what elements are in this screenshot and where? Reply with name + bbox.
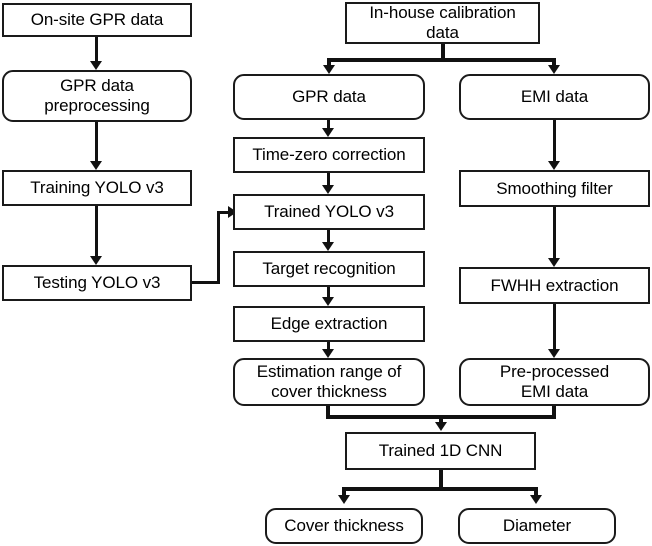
arrowhead-down [548,65,560,74]
arrowhead-down [322,128,334,137]
node-label: Testing YOLO v3 [33,273,161,293]
arrowhead-down [90,256,102,265]
node-label: GPR data preprocessing [44,75,150,115]
node-gpr-data-preprocessing[interactable]: GPR data preprocessing [2,70,192,122]
arrowhead-down [548,349,560,358]
edge-target-to-edge [327,287,330,298]
edge-cnn-split-bus [342,487,538,491]
edge-edge-to-estimation [327,342,330,350]
node-label: FWHH extraction [490,275,619,295]
edge-testing-to-trained-h1 [192,281,220,284]
edge-estimation-stem [326,406,330,418]
node-label: Estimation range of cover thickness [256,361,402,401]
node-label: Target recognition [262,259,396,279]
node-emi-data[interactable]: EMI data [459,74,650,120]
edge-preprocessed-stem [552,406,556,418]
edge-testing-to-trained-h2 [217,211,231,214]
edge-calibration-to-emi [552,58,556,68]
node-label: Trained YOLO v3 [264,202,394,222]
arrowhead-down [322,297,334,306]
arrowhead-down [338,495,350,504]
node-diameter[interactable]: Diameter [458,508,616,544]
arrowhead-down [322,349,334,358]
node-smoothing-filter[interactable]: Smoothing filter [459,170,650,207]
node-target-recognition[interactable]: Target recognition [233,251,425,287]
edge-training-to-testing [95,206,98,259]
edge-trained-to-target [327,230,330,243]
edge-testing-to-trained-v [217,211,220,284]
edge-fwhh-to-preprocessed [553,304,556,351]
edge-calibration-stem [441,44,445,61]
node-label: Pre-processed EMI data [499,361,610,401]
node-gpr-data[interactable]: GPR data [233,74,425,120]
edge-gpr-to-timezero [327,120,330,131]
node-edge-extraction[interactable]: Edge extraction [233,306,425,342]
node-label: In-house calibration data [369,2,516,42]
node-label: Time-zero correction [252,145,406,165]
node-label: GPR data [292,87,366,107]
node-label: Trained 1D CNN [378,441,503,461]
edge-timezero-to-trained [327,173,330,186]
node-pre-processed-emi-data[interactable]: Pre-processed EMI data [459,358,650,406]
node-training-yolo-v3[interactable]: Training YOLO v3 [2,170,192,206]
edge-preprocessing-to-training [95,122,98,164]
node-trained-1d-cnn[interactable]: Trained 1D CNN [345,432,536,470]
node-label: EMI data [520,87,589,107]
node-label: Smoothing filter [496,178,613,198]
node-label: Edge extraction [270,314,388,334]
node-on-site-gpr-data[interactable]: On-site GPR data [2,3,192,37]
edge-cnn-to-cover [342,487,346,498]
node-label: Cover thickness [284,516,404,536]
edge-smoothing-to-fwhh [553,207,556,260]
arrowhead-right [228,206,237,218]
edge-calibration-to-gpr [327,58,331,68]
arrowhead-down [90,61,102,70]
node-fwhh-extraction[interactable]: FWHH extraction [459,267,650,304]
node-testing-yolo-v3[interactable]: Testing YOLO v3 [2,265,192,301]
node-time-zero-correction[interactable]: Time-zero correction [233,137,425,173]
arrowhead-down [530,495,542,504]
arrowhead-down [322,185,334,194]
arrowhead-down [322,242,334,251]
edge-merge-to-cnn [439,415,443,425]
edge-calibration-bus [328,58,556,62]
node-label: Diameter [502,516,572,536]
arrowhead-down [548,258,560,267]
edge-emi-to-smoothing [553,120,556,163]
node-in-house-calibration-data[interactable]: In-house calibration data [345,2,540,44]
arrowhead-down [548,161,560,170]
node-label: Training YOLO v3 [30,178,164,198]
node-estimation-range-of-cover-thickness[interactable]: Estimation range of cover thickness [233,358,425,406]
node-label: On-site GPR data [30,10,164,30]
node-cover-thickness[interactable]: Cover thickness [265,508,423,544]
arrowhead-down [90,161,102,170]
edge-cnn-stem [439,470,443,490]
edge-cnn-to-diameter [534,487,538,498]
edge-onsite-to-preprocessing [95,37,98,63]
arrowhead-down [323,65,335,74]
node-trained-yolo-v3[interactable]: Trained YOLO v3 [233,194,425,230]
arrowhead-down [435,422,447,431]
